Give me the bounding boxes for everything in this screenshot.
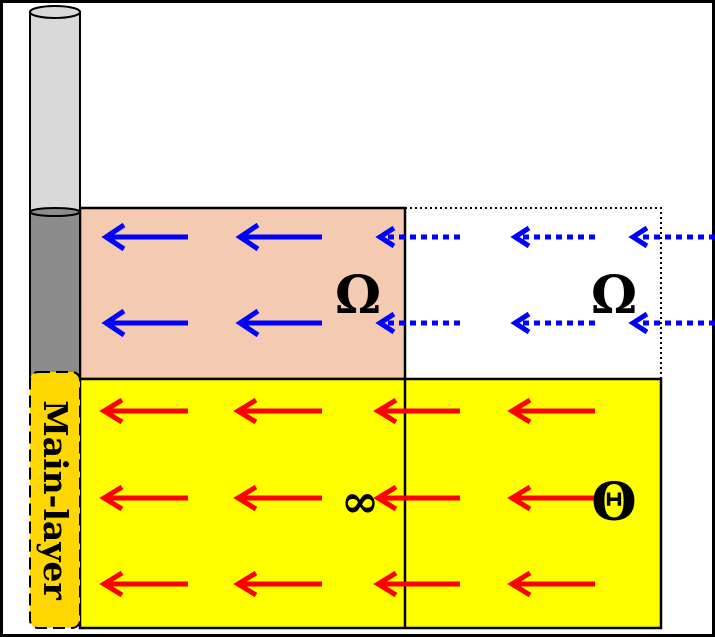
- red-arrow: [99, 397, 188, 425]
- red-arrow: [507, 570, 595, 598]
- red-flow-arrows: [99, 397, 595, 598]
- main-layer-band: [29, 371, 81, 629]
- well-lower-section: [29, 211, 81, 379]
- blue-arrow: [235, 308, 322, 338]
- blue-flow-arrows-solid: [101, 222, 322, 338]
- omega-right-label: Ω: [591, 265, 637, 326]
- well-top-cap: [29, 5, 81, 19]
- red-arrow: [507, 484, 595, 512]
- red-arrow: [99, 484, 188, 512]
- blue-dotted-arrow: [375, 311, 460, 335]
- red-arrow: [99, 570, 188, 598]
- blue-flow-arrows-dotted: [375, 225, 715, 335]
- red-arrow: [233, 484, 322, 512]
- red-arrow: [373, 484, 460, 512]
- blue-dotted-arrow: [375, 225, 460, 249]
- red-arrow: [233, 397, 322, 425]
- well-section-joint: [29, 207, 81, 217]
- blue-dotted-arrow: [628, 311, 715, 335]
- blue-arrow: [235, 222, 322, 252]
- blue-dotted-arrow: [510, 311, 595, 335]
- omega-left-label: Ω: [335, 265, 381, 326]
- blue-dotted-arrow: [628, 225, 715, 249]
- red-arrow: [507, 397, 595, 425]
- main-layer-label: Main-layer: [36, 400, 75, 600]
- blue-arrow: [101, 308, 188, 338]
- infinity-label: ∞: [341, 474, 379, 528]
- well-upper-section: [29, 11, 81, 213]
- red-arrow: [233, 570, 322, 598]
- blue-dotted-arrow: [510, 225, 595, 249]
- red-arrow: [373, 570, 460, 598]
- theta-label: Θ: [591, 472, 636, 533]
- blue-arrow: [101, 222, 188, 252]
- red-arrow: [373, 397, 460, 425]
